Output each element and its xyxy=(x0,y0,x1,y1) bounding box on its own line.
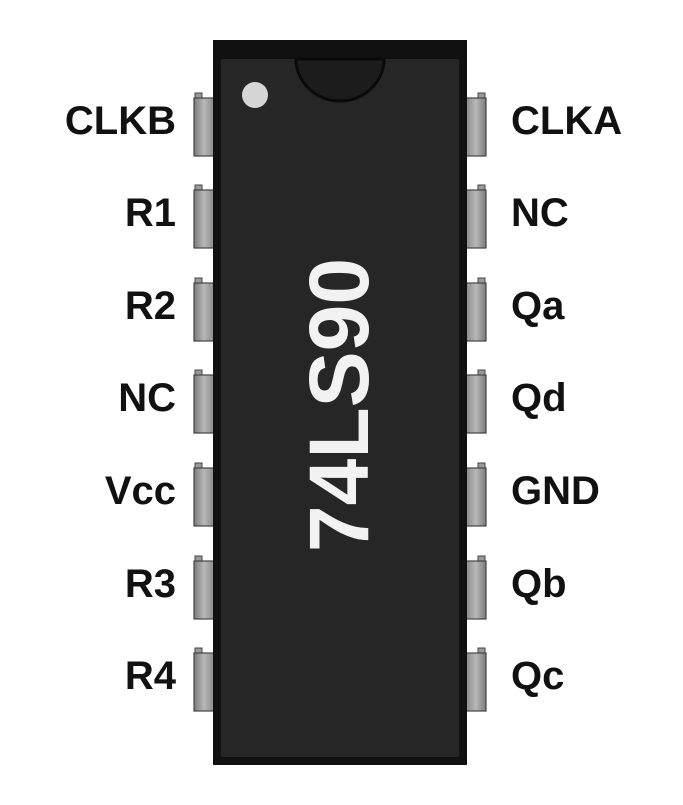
left-pin-label: CLKB xyxy=(65,99,176,143)
right-pin-4 xyxy=(465,369,487,434)
right-pin-2 xyxy=(465,184,487,249)
right-pin-label: Qa xyxy=(511,284,565,328)
right-pin-5 xyxy=(465,462,487,527)
left-pin-label: Vcc xyxy=(105,469,176,513)
pin1-dot xyxy=(242,82,268,108)
right-pin-label: Qc xyxy=(511,654,564,698)
left-pin-label: R4 xyxy=(125,654,177,698)
chip-body: 74LS90 xyxy=(213,40,467,765)
right-pin-7 xyxy=(465,647,487,712)
right-pin-label: NC xyxy=(511,191,569,235)
left-pin-2 xyxy=(193,184,215,249)
left-pin-label: R1 xyxy=(125,191,176,235)
left-pin-7 xyxy=(193,647,215,712)
right-pin-3 xyxy=(465,277,487,342)
left-pin-label: R2 xyxy=(125,284,176,328)
left-pin-4 xyxy=(193,369,215,434)
left-pin-6 xyxy=(193,555,215,620)
right-pin-label: GND xyxy=(511,469,600,513)
right-pin-1 xyxy=(465,92,487,157)
right-pin-6 xyxy=(465,555,487,620)
left-pin-label: R3 xyxy=(125,562,176,606)
notch xyxy=(294,57,386,103)
right-pin-label: Qb xyxy=(511,562,567,606)
left-pin-1 xyxy=(193,92,215,157)
right-pin-label: CLKA xyxy=(511,99,622,143)
pins xyxy=(193,92,487,712)
chip-name: 74LS90 xyxy=(292,258,386,552)
right-pin-label: Qd xyxy=(511,376,567,420)
left-pin-3 xyxy=(193,277,215,342)
left-pin-5 xyxy=(193,462,215,527)
left-pin-label: NC xyxy=(118,376,176,420)
